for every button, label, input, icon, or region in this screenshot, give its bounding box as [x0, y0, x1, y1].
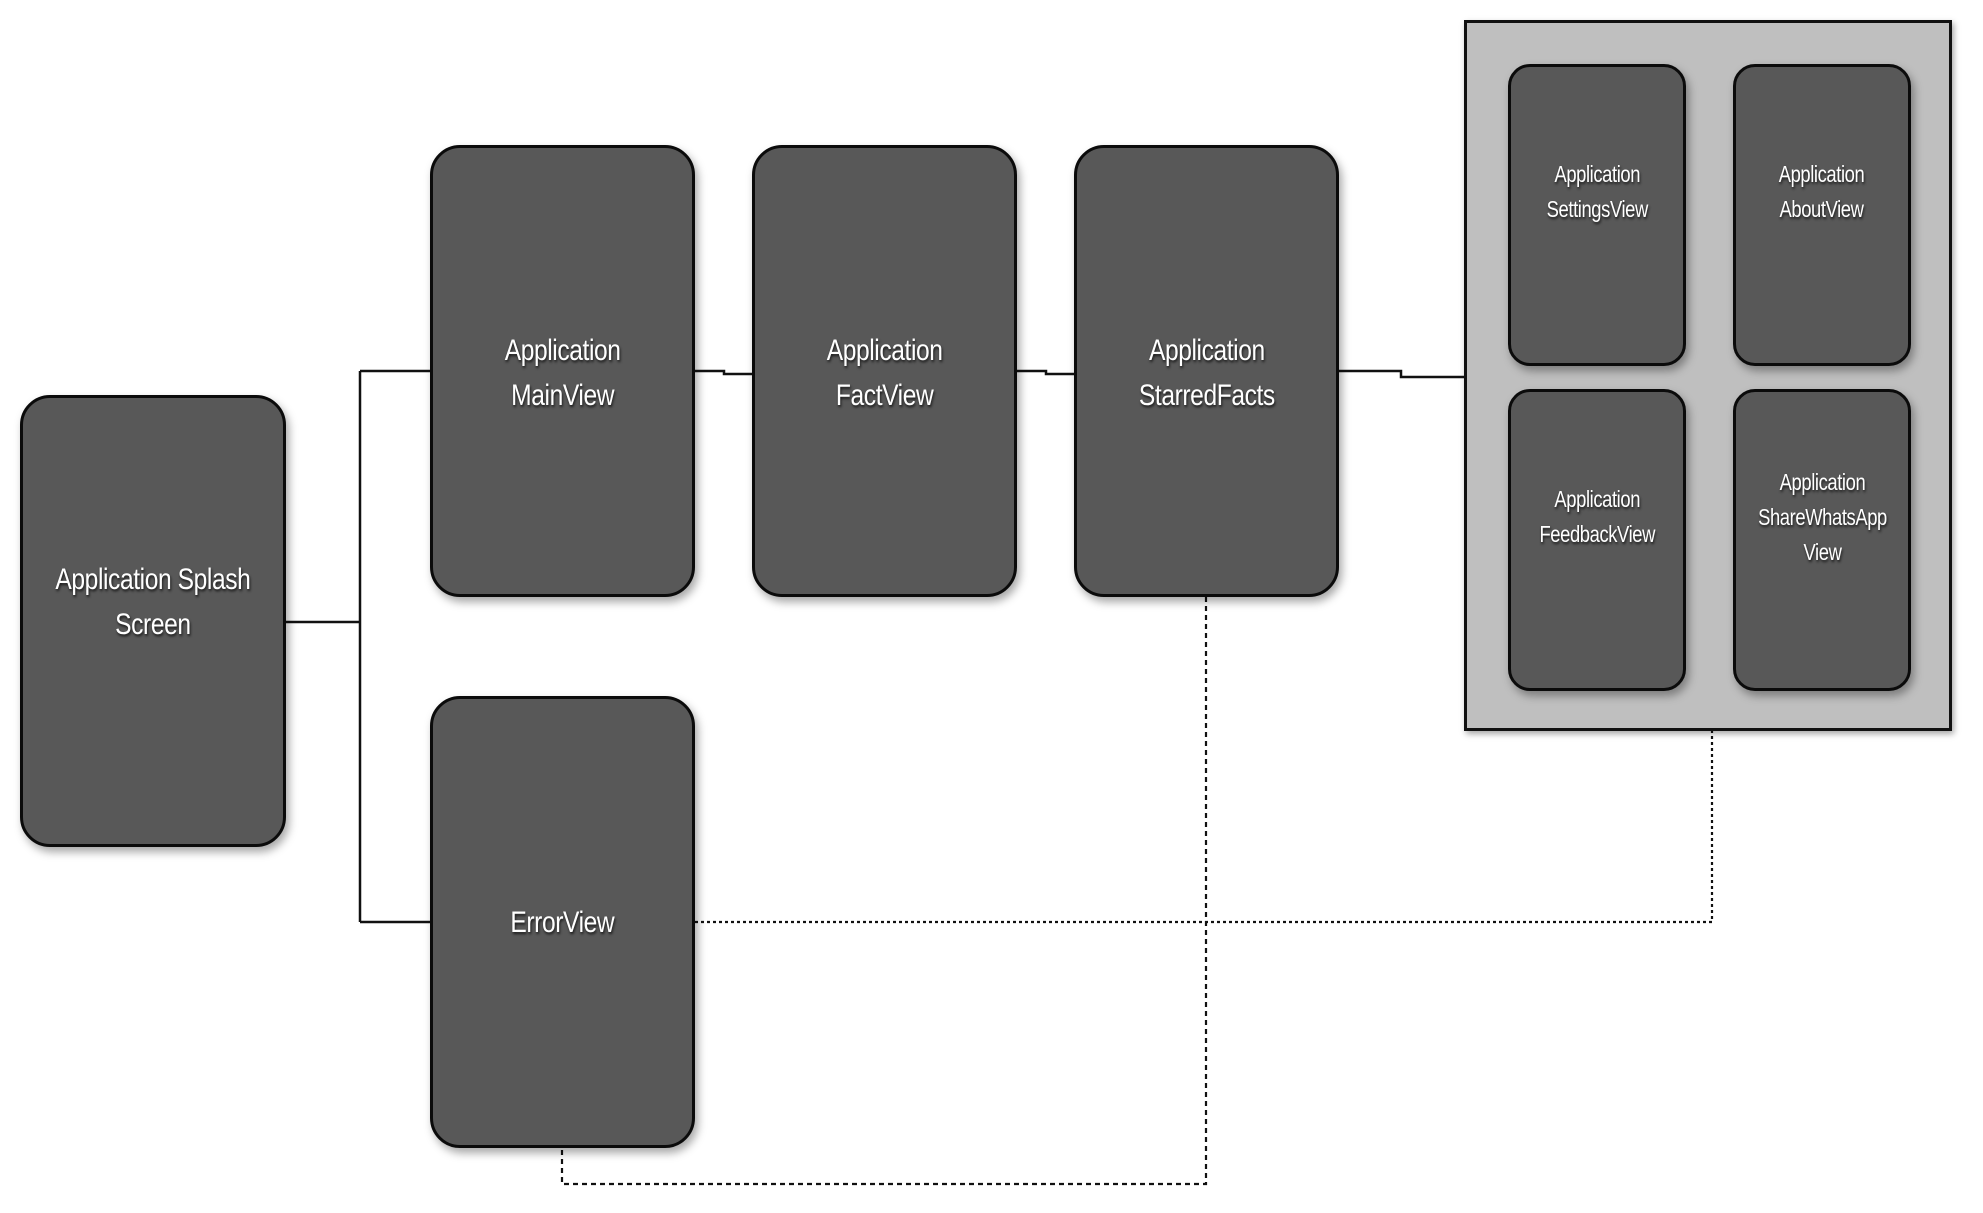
node-label-line: ShareWhatsApp — [1757, 503, 1887, 530]
node-label-line: FeedbackView — [1539, 521, 1655, 547]
connector-mainview-factview — [695, 369, 752, 376]
node-application-settingsview[interactable]: Application SettingsView — [1508, 64, 1686, 366]
node-label-line: AboutView — [1779, 196, 1865, 222]
connector-factview-starred — [1017, 369, 1074, 376]
node-label-line: StarredFacts — [1138, 379, 1275, 412]
node-label-line: Screen — [115, 608, 191, 641]
node-application-starredfacts[interactable]: Application StarredFacts — [1074, 145, 1339, 597]
node-label-line: MainView — [511, 379, 614, 412]
node-application-splash-screen[interactable]: Application Splash Screen — [20, 395, 286, 847]
node-label-line: FactView — [835, 379, 934, 412]
node-label-line: ErrorView — [510, 905, 615, 939]
node-application-sharewhatsapp-view[interactable]: Application ShareWhatsApp View — [1733, 389, 1911, 691]
node-application-feedbackview[interactable]: Application FeedbackView — [1508, 389, 1686, 691]
node-label-line: Application Splash — [55, 563, 251, 596]
node-label-line: Application — [1779, 161, 1865, 187]
node-label-line: View — [1803, 538, 1841, 565]
node-errorview[interactable]: ErrorView — [430, 696, 695, 1148]
node-application-aboutview[interactable]: Application AboutView — [1733, 64, 1911, 366]
node-label-line: Application — [1148, 334, 1265, 367]
node-label-line: Application — [504, 334, 621, 367]
node-label-line: Application — [826, 334, 943, 367]
node-label-line: Application — [1779, 468, 1865, 495]
node-label-line: SettingsView — [1546, 196, 1648, 222]
connector-starred-errorview-dashed — [560, 597, 1208, 1186]
node-application-mainview[interactable]: Application MainView — [430, 145, 695, 597]
node-label-line: Application — [1554, 161, 1640, 187]
node-application-factview[interactable]: Application FactView — [752, 145, 1017, 597]
connector-errorview-group-dotted — [695, 731, 1714, 924]
connector-starred-group — [1339, 369, 1464, 379]
node-label-line: Application — [1554, 486, 1640, 512]
